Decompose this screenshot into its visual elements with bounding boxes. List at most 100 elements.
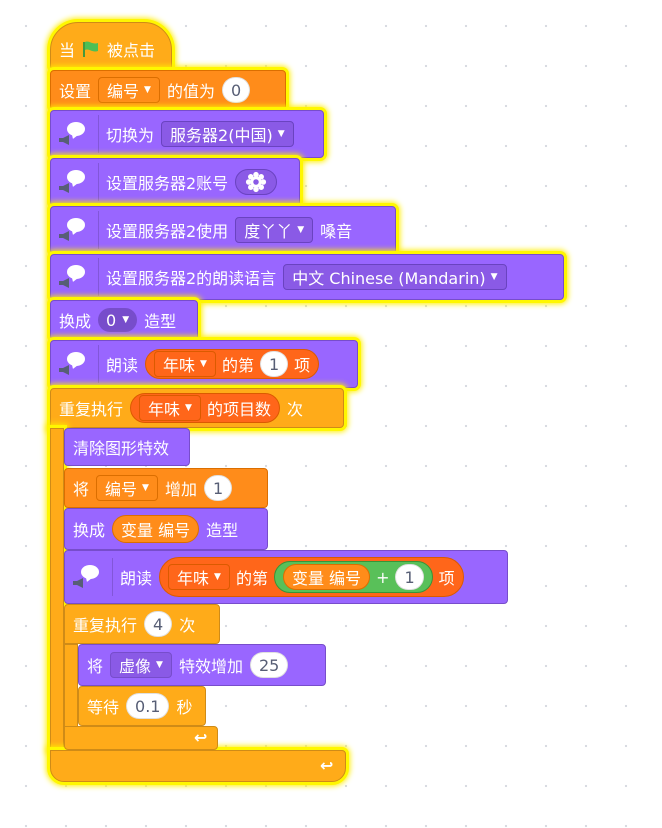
by-label: 增加 bbox=[164, 480, 197, 499]
repeat-inner-footer[interactable] bbox=[64, 726, 218, 750]
switch-costume-label: 换成 bbox=[73, 521, 106, 540]
wait-label: 等待 bbox=[87, 698, 120, 717]
voice-label: 设置服务器2使用 bbox=[106, 222, 229, 241]
variable-reporter[interactable]: 变量 编号 bbox=[112, 515, 200, 543]
change-variable-block[interactable]: 将 编号 ▼ 增加 1 bbox=[64, 468, 268, 508]
speech-speaker-icon bbox=[59, 264, 91, 290]
tts-speak-expression-block[interactable]: 朗读 年味 ▼ 的第 变量 编号 + 1 项 bbox=[64, 550, 508, 604]
speech-speaker-icon bbox=[59, 121, 91, 147]
of-label: 的第 bbox=[221, 356, 254, 375]
speak-label: 朗读 bbox=[120, 569, 153, 588]
list-dropdown[interactable]: 年味 ▼ bbox=[139, 395, 201, 421]
repeat-inner-block[interactable]: 重复执行 4 次 bbox=[64, 604, 220, 644]
change-label: 将 bbox=[73, 480, 90, 499]
item-label: 项 bbox=[294, 356, 311, 375]
value-input[interactable]: 1 bbox=[203, 475, 233, 501]
index-input[interactable]: 1 bbox=[259, 351, 289, 377]
switch-costume-block[interactable]: 换成 0 ▼ 造型 bbox=[50, 300, 198, 340]
switch-costume-variable-block[interactable]: 换成 变量 编号 造型 bbox=[64, 508, 268, 550]
operand-input[interactable]: 1 bbox=[395, 564, 424, 590]
list-dropdown[interactable]: 年味 ▼ bbox=[168, 564, 230, 590]
repeat-count-input[interactable]: 4 bbox=[144, 611, 173, 637]
repeat-inner-arm bbox=[64, 644, 78, 728]
value-input[interactable]: 0 bbox=[221, 77, 251, 103]
set-label: 设置 bbox=[59, 82, 92, 101]
by-label: 特效增加 bbox=[178, 657, 243, 676]
change-label: 将 bbox=[87, 657, 104, 676]
chevron-down-icon: ▼ bbox=[185, 403, 192, 413]
speak-label: 朗读 bbox=[106, 356, 139, 375]
language-dropdown[interactable]: 中文 Chinese (Mandarin) ▼ bbox=[283, 264, 507, 290]
tts-switch-server-block[interactable]: 切换为 服务器2(中国) ▼ bbox=[50, 110, 324, 158]
clear-effects-block[interactable]: 清除图形特效 bbox=[64, 428, 190, 466]
speech-speaker-icon bbox=[59, 351, 91, 377]
speech-speaker-icon bbox=[59, 217, 91, 243]
chevron-down-icon: ▼ bbox=[297, 225, 305, 235]
speech-speaker-icon bbox=[73, 564, 105, 590]
effect-name: 虚像 bbox=[119, 657, 152, 676]
item-label: 项 bbox=[438, 569, 455, 588]
variable-dropdown[interactable]: 编号 ▼ bbox=[98, 77, 160, 103]
list-item-reporter[interactable]: 年味 ▼ 的第 变量 编号 + 1 项 bbox=[159, 557, 464, 597]
divider bbox=[98, 258, 99, 296]
divider bbox=[98, 163, 99, 201]
costume-after-label: 造型 bbox=[144, 312, 177, 331]
reporter-text: 变量 编号 bbox=[291, 569, 362, 588]
language-label: 设置服务器2的朗读语言 bbox=[106, 269, 277, 288]
seconds-input[interactable]: 0.1 bbox=[126, 693, 170, 719]
when-flag-clicked-block[interactable]: 当 被点击 bbox=[50, 22, 172, 70]
seconds-label: 秒 bbox=[176, 698, 193, 717]
divider bbox=[98, 211, 99, 249]
repeat-label: 重复执行 bbox=[59, 400, 124, 419]
switch-costume-label: 换成 bbox=[59, 312, 92, 331]
of-label: 的第 bbox=[235, 569, 268, 588]
tts-set-account-block[interactable]: 设置服务器2账号 bbox=[50, 158, 300, 206]
times-label: 次 bbox=[286, 400, 303, 419]
chevron-down-icon: ▼ bbox=[200, 359, 207, 369]
gear-icon-button[interactable] bbox=[235, 169, 278, 195]
chevron-down-icon: ▼ bbox=[214, 572, 221, 582]
gear-icon bbox=[246, 171, 267, 193]
chevron-down-icon: ▼ bbox=[122, 315, 130, 325]
divider bbox=[112, 558, 113, 596]
divider bbox=[98, 345, 99, 383]
list-name: 年味 bbox=[163, 356, 196, 375]
change-effect-block[interactable]: 将 虚像 ▼ 特效增加 25 bbox=[78, 644, 326, 686]
language-name: 中文 Chinese (Mandarin) bbox=[292, 269, 486, 288]
tts-speak-block[interactable]: 朗读 年味 ▼ 的第 1 项 bbox=[50, 340, 358, 388]
list-dropdown[interactable]: 年味 ▼ bbox=[154, 351, 216, 377]
effect-dropdown[interactable]: 虚像 ▼ bbox=[110, 652, 172, 678]
plus-operator: + bbox=[376, 567, 390, 587]
switch-label: 切换为 bbox=[106, 126, 155, 145]
wait-block[interactable]: 等待 0.1 秒 bbox=[78, 686, 206, 726]
repeat-outer-footer[interactable] bbox=[50, 750, 346, 782]
variable-reporter[interactable]: 变量 编号 bbox=[282, 564, 371, 590]
voice-after-label: 嗓音 bbox=[320, 222, 353, 241]
chevron-down-icon: ▼ bbox=[142, 483, 149, 493]
loop-arrow-icon: ↩ bbox=[194, 728, 208, 747]
chevron-down-icon: ▼ bbox=[144, 85, 151, 95]
add-operator-reporter[interactable]: 变量 编号 + 1 bbox=[273, 561, 433, 593]
voice-dropdown[interactable]: 度丫丫 ▼ bbox=[235, 217, 314, 243]
value-input[interactable]: 25 bbox=[249, 652, 289, 678]
repeat-outer-block[interactable]: 重复执行 年味 ▼ 的项目数 次 bbox=[50, 388, 344, 428]
times-label: 次 bbox=[179, 616, 196, 635]
clicked-label: 被点击 bbox=[107, 41, 156, 60]
server-dropdown[interactable]: 服务器2(中国) ▼ bbox=[161, 121, 294, 147]
tts-set-voice-block[interactable]: 设置服务器2使用 度丫丫 ▼ 嗓音 bbox=[50, 206, 396, 254]
set-variable-block[interactable]: 设置 编号 ▼ 的值为 0 bbox=[50, 70, 286, 110]
variable-dropdown[interactable]: 编号 ▼ bbox=[96, 475, 158, 501]
to-label: 的值为 bbox=[166, 82, 215, 101]
reporter-text: 变量 编号 bbox=[121, 521, 191, 540]
costume-dropdown[interactable]: 0 ▼ bbox=[98, 308, 138, 332]
variable-name: 编号 bbox=[105, 480, 138, 499]
list-length-reporter[interactable]: 年味 ▼ 的项目数 bbox=[130, 393, 280, 423]
list-item-reporter[interactable]: 年味 ▼ 的第 1 项 bbox=[145, 349, 320, 379]
costume-value: 0 bbox=[106, 310, 117, 330]
chevron-down-icon: ▼ bbox=[277, 129, 285, 139]
list-name: 年味 bbox=[177, 569, 210, 588]
repeat-label: 重复执行 bbox=[73, 616, 138, 635]
voice-name: 度丫丫 bbox=[244, 222, 293, 241]
tts-set-language-block[interactable]: 设置服务器2的朗读语言 中文 Chinese (Mandarin) ▼ bbox=[50, 254, 564, 300]
loop-arrow-icon: ↩ bbox=[320, 756, 334, 775]
